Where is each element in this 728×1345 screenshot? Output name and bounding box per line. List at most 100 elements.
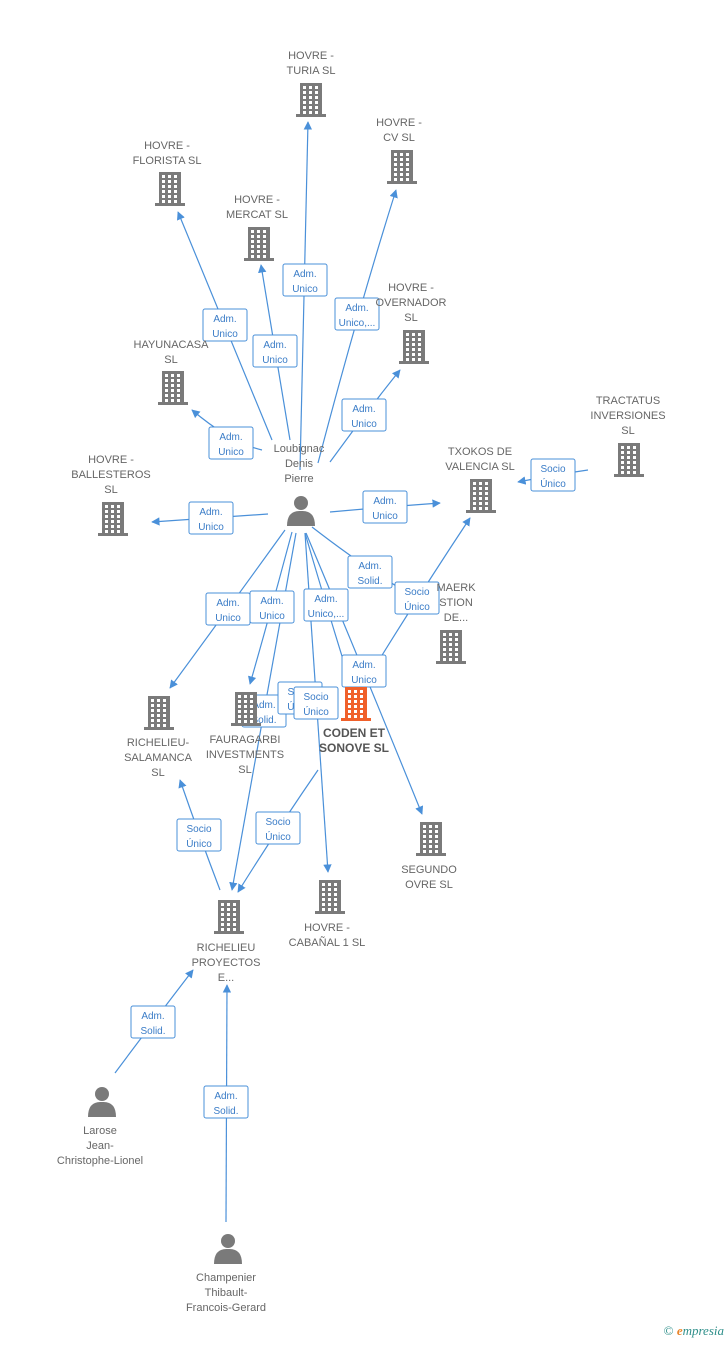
edge-label[interactable]: Adm.Unico [188,501,234,535]
node-label: SONOVE SL [319,741,389,755]
edge-label-text: Adm. [293,269,316,280]
building-icon[interactable] [341,687,371,721]
node-label: INVERSIONES [590,410,665,422]
edge-label[interactable]: Adm.Solid. [130,1005,176,1039]
edge-label-text: Solid. [357,576,382,587]
node-label: CODEN ET [323,726,386,740]
building-icon[interactable] [98,502,128,536]
edge-label-text: Socio [186,824,211,835]
edge-label-text: Unico,... [339,318,376,329]
node-mercat[interactable]: HOVRE -MERCAT SL [226,194,288,261]
building-icon[interactable] [231,692,261,726]
edge-label-text: Único [540,477,566,490]
person-icon[interactable] [287,496,315,526]
building-icon[interactable] [296,83,326,117]
edge-label-text: Unico [351,675,377,686]
building-icon[interactable] [466,479,496,513]
building-icon[interactable] [155,172,185,206]
node-label: E... [218,972,235,984]
node-label: MAERK [436,582,476,594]
nodes: HOVRE - TURIA SL HOVRE -CV SL HOVRE - FLORIS… [57,50,666,1314]
building-icon[interactable] [436,630,466,664]
building-icon[interactable] [315,880,345,914]
node-label: RICHELIEU- [127,737,190,749]
node-label: STION [439,597,473,609]
edge-label-text: Adm. [373,496,396,507]
building-icon[interactable] [416,822,446,856]
brand-logo-text[interactable]: mpresia [682,1323,724,1338]
edge-label[interactable]: Adm.Unico [249,590,295,624]
node-label: HOVRE - [144,140,190,152]
edge-label-text: Único [303,705,329,718]
edge-label-text: Unico [218,447,244,458]
node-label: RICHELIEU [197,942,256,954]
node-label: Christophe-Lionel [57,1155,143,1167]
edge-label[interactable]: Adm. Unico [252,334,298,368]
edge-label[interactable]: Adm.Unico [282,263,328,297]
node-cabanal[interactable]: HOVRE -CABAÑAL 1 SL [289,880,366,949]
building-icon[interactable] [387,150,417,184]
person-icon[interactable] [214,1234,242,1264]
edge-label-text: Adm. [263,340,286,351]
node-cv[interactable]: HOVRE -CV SL [376,117,422,184]
node-label: MERCAT SL [226,209,288,221]
edge-label[interactable]: Adm.Unico [341,654,387,688]
edge-label[interactable]: Adm. Solid. [347,555,393,589]
node-label: FLORISTA SL [133,155,202,167]
building-icon[interactable] [144,696,174,730]
edge-label[interactable]: Adm.Solid. [203,1085,249,1119]
edge-label-text: Unico [259,611,285,622]
node-label: HOVRE - [88,454,134,466]
building-icon[interactable] [214,900,244,934]
building-icon[interactable] [614,443,644,477]
edge-label-text: Adm. [358,561,381,572]
edge-label[interactable]: Adm. Unico [208,426,254,460]
edge-label-text: Adm. [219,432,242,443]
edge-label[interactable]: Adm. Unico [362,490,408,524]
node-label: HOVRE - [288,50,334,62]
brand-logo-initial[interactable]: e [676,1323,683,1338]
node-label: SL [164,354,177,366]
building-icon[interactable] [399,330,429,364]
edge-label-text: Único [265,830,291,843]
node-label: SL [151,767,164,779]
edge-label[interactable]: Adm.Unico [341,398,387,432]
edge-label[interactable]: Adm.Unico [202,308,248,342]
edge-label[interactable]: Adm.Unico [205,592,251,626]
edge-label-text: Unico [262,355,288,366]
building-icon[interactable] [244,227,274,261]
node-label: TURIA SL [287,65,336,77]
edge-label[interactable]: Adm.Unico,... [303,588,349,622]
node-florista[interactable]: HOVRE - FLORISTA SL [133,140,202,206]
node-label: TRACTATUS [596,395,660,407]
node-label: Denis [285,458,314,470]
node-hayuna[interactable]: HAYUNACASA SL [134,339,210,405]
person-icon[interactable] [88,1087,116,1117]
node-maerk[interactable]: MAERKSTIONDE... [436,582,476,664]
node-label: TXOKOS DE [448,446,512,458]
edge-label-text: Unico [372,511,398,522]
building-icon[interactable] [158,371,188,405]
node-turia[interactable]: HOVRE - TURIA SL [287,50,336,117]
edge-label[interactable]: Adm.Unico,... [334,297,380,331]
node-proyectos[interactable]: RICHELIEUPROYECTOSE... [192,900,261,984]
node-label: OVERNADOR [376,297,447,309]
node-label: HAYUNACASA [134,339,210,351]
